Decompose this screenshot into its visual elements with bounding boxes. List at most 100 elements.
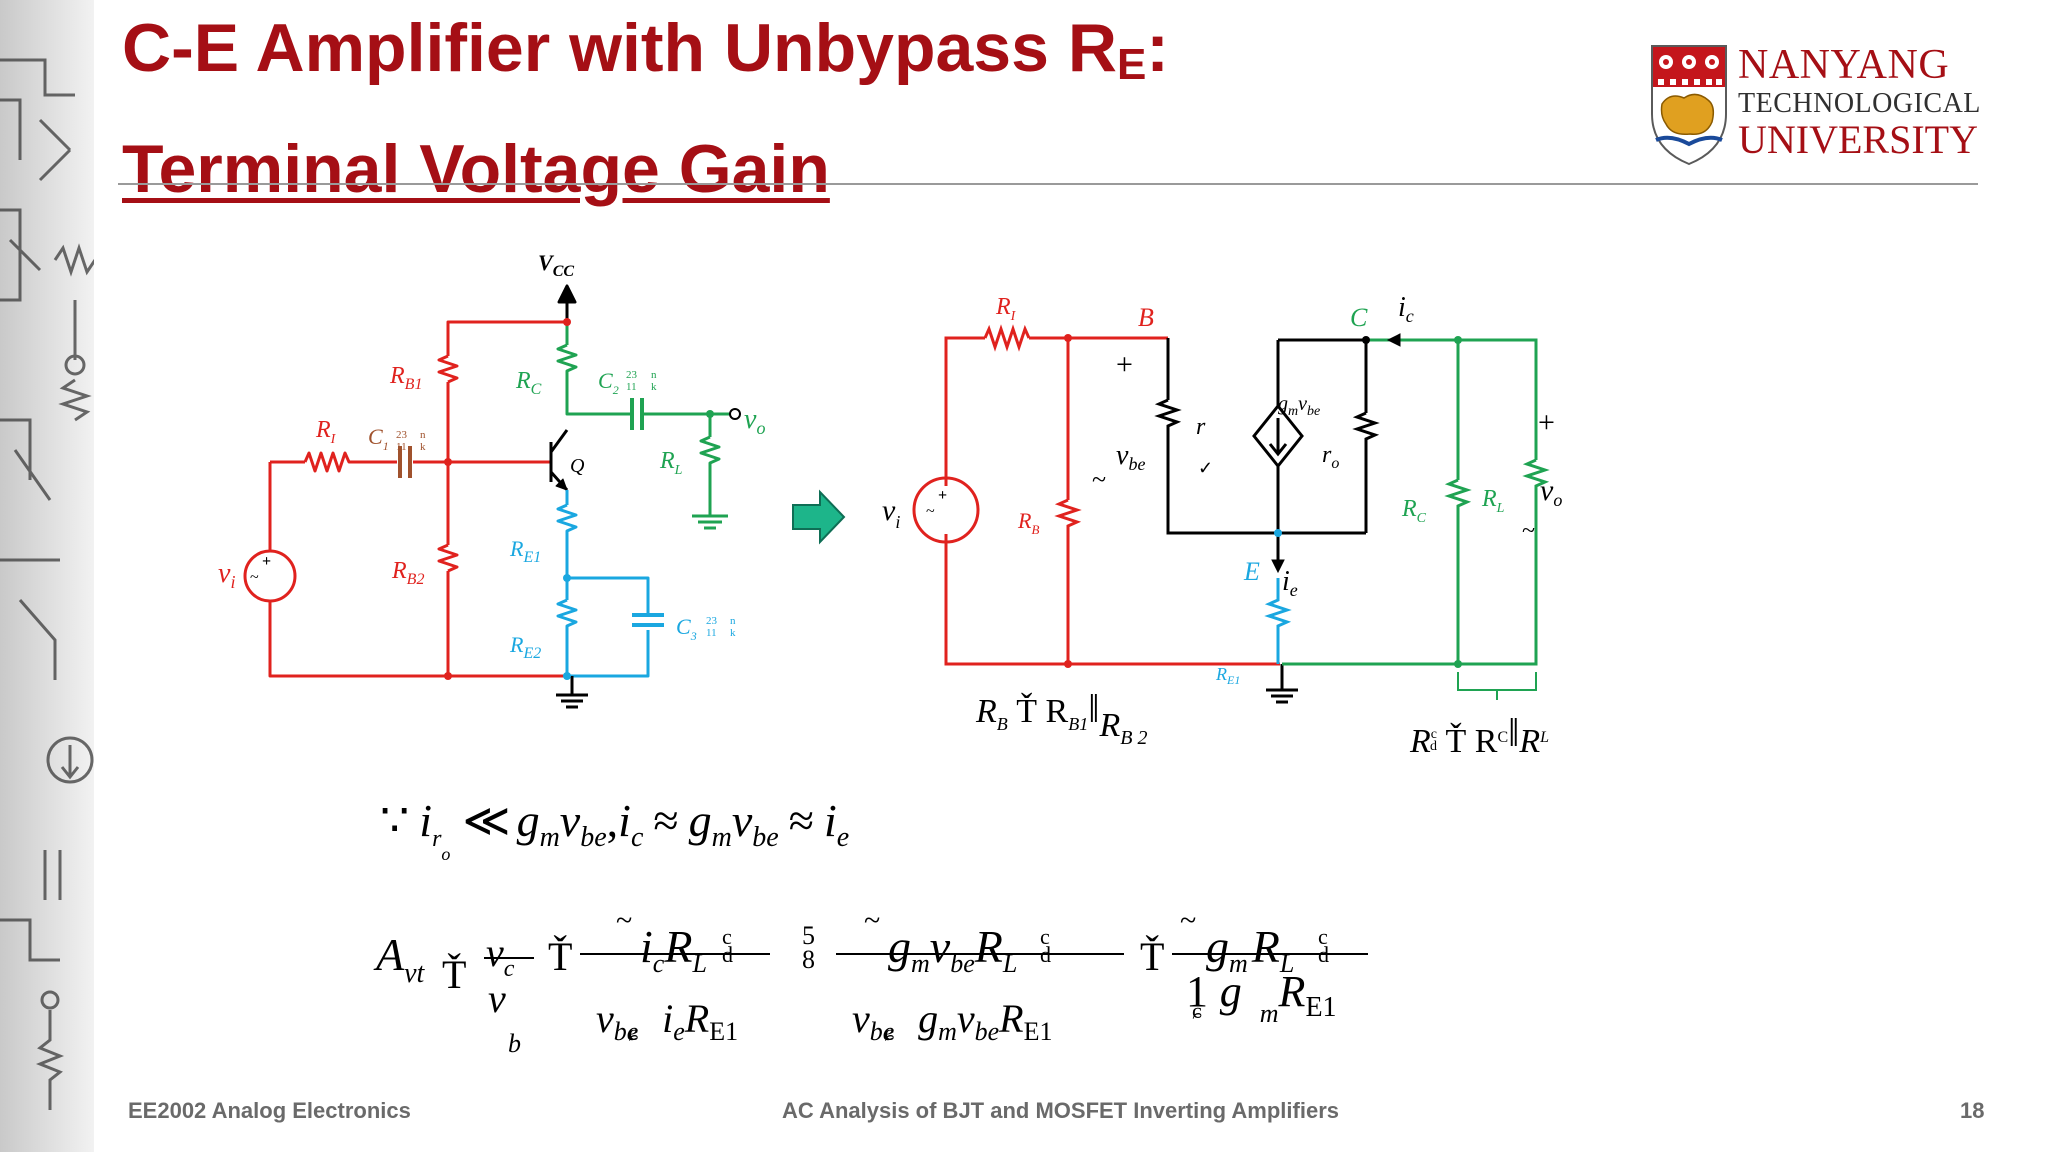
- svg-text:b: b: [508, 1029, 521, 1058]
- title-line-2: Terminal Voltage Gain: [122, 131, 830, 207]
- ground-right: [1266, 688, 1298, 704]
- svg-text:ro: ro: [1322, 442, 1339, 472]
- transistor-q: [549, 429, 569, 491]
- svg-text:11: 11: [626, 381, 637, 393]
- svg-text:RI: RI: [315, 417, 337, 447]
- svg-text:k: k: [651, 381, 657, 393]
- svg-text:RC: RC: [1401, 496, 1427, 526]
- resistor-ro: [1352, 411, 1380, 445]
- svg-text:n: n: [730, 615, 736, 627]
- svg-text:~: ~: [926, 503, 935, 520]
- resistor-rl-right: [1522, 458, 1550, 494]
- page-number: 18: [1960, 1098, 1985, 1123]
- ntu-crest-logo: [1651, 45, 1727, 166]
- resistor-rb2: [437, 543, 459, 573]
- svg-text:ic: ic: [1398, 292, 1414, 326]
- svg-text:n: n: [651, 369, 657, 381]
- svg-text:5: 5: [802, 921, 815, 950]
- svg-text:VCC: VCC: [538, 250, 574, 280]
- svg-text:k: k: [420, 441, 426, 453]
- svg-text:RL: RL: [659, 448, 683, 478]
- svg-text:~: ~: [250, 569, 259, 586]
- right-circuit-labels: RI B C ic + r ✓ vbe ~ gmvbe ro + vo ~ RC…: [882, 292, 1562, 760]
- svg-text:+: +: [1116, 348, 1133, 381]
- svg-text:11: 11: [706, 627, 717, 639]
- small-signal-equivalent-circuit: [912, 324, 1550, 704]
- svg-text:RC: RC: [515, 368, 542, 398]
- svg-text:C3: C3: [676, 614, 697, 643]
- resistor-re1: [556, 503, 578, 535]
- svg-text:r: r: [1196, 414, 1206, 440]
- red-wires: [268, 320, 572, 678]
- equation-condition: ∵iro≪gmvbe,ic≈gmvbe≈ie: [380, 795, 849, 864]
- svg-text:c: c: [722, 924, 732, 949]
- ic-arrow: [1386, 333, 1401, 347]
- resistor-ri: [303, 451, 353, 473]
- svg-text:RE1: RE1: [509, 536, 541, 566]
- source-vi-left: [243, 549, 297, 603]
- capacitor-c3: [632, 613, 664, 627]
- svg-text:RB2: RB2: [391, 558, 424, 588]
- original-amplifier-circuit: [243, 284, 741, 709]
- blue-wires: [556, 490, 650, 678]
- svg-text:vbe: vbe: [1116, 440, 1145, 474]
- svg-text:vo: vo: [1540, 474, 1562, 510]
- ground-rl: [692, 514, 728, 530]
- svg-text:v: v: [488, 976, 506, 1021]
- slide-title: C-E Amplifier with Unbypass RE: Terminal…: [122, 0, 1169, 221]
- svg-text:Q: Q: [570, 455, 585, 477]
- svg-text:RL: RL: [1481, 486, 1505, 516]
- resistor-rc-right: [1444, 478, 1472, 514]
- svg-text:n: n: [420, 429, 426, 441]
- junction-dots-right: [1064, 334, 1462, 668]
- ground-main: [556, 693, 588, 709]
- svg-text:gmvbe: gmvbe: [1278, 393, 1320, 419]
- resistor-rb1: [437, 354, 459, 384]
- ie-arrow: [1271, 559, 1285, 574]
- svg-text:8: 8: [802, 945, 815, 974]
- svg-text:C2: C2: [598, 368, 619, 397]
- svg-text:B: B: [1138, 303, 1154, 332]
- svg-text:RB: RB: [1017, 508, 1039, 537]
- svg-text:vc: vc: [486, 930, 515, 982]
- svg-text:c: c: [1040, 924, 1050, 949]
- svg-text:+: +: [1538, 406, 1555, 439]
- junction-dots-left: [444, 318, 571, 680]
- svg-text:~: ~: [1180, 904, 1196, 937]
- svg-text:C1: C1: [368, 424, 389, 453]
- svg-text:23: 23: [706, 615, 718, 627]
- vcc-arrow: [557, 284, 577, 304]
- rb-equivalent-formula: RB Ť RB1‖RB 2: [975, 686, 1147, 749]
- svg-text:Ť: Ť: [442, 952, 466, 997]
- svg-text:∵iro≪gmvbe,ic≈gmvbe≈ie: ∵iro≪gmvbe,ic≈gmvbe≈ie: [380, 795, 849, 864]
- svg-text:RE2: RE2: [509, 632, 541, 662]
- resistor-re2: [556, 598, 578, 630]
- svg-text:11: 11: [396, 441, 407, 453]
- svg-text:RB1: RB1: [389, 363, 422, 393]
- capacitor-c1: [398, 446, 412, 478]
- university-name: NANYANG TECHNOLOGICAL UNIVERSITY: [1738, 42, 1981, 162]
- svg-text:c: c: [1318, 924, 1328, 949]
- svg-text:Ť: Ť: [548, 934, 572, 979]
- footer-topic: AC Analysis of BJT and MOSFET Inverting …: [782, 1098, 1340, 1123]
- svg-text:vi: vi: [218, 558, 235, 592]
- source-vi-right: [912, 476, 980, 544]
- svg-text:~: ~: [1522, 518, 1535, 544]
- svg-text:E: E: [1243, 557, 1260, 586]
- resistor-rl: [699, 435, 721, 467]
- svg-text:gmRL: gmRL: [1206, 921, 1294, 978]
- transform-arrow: [792, 489, 846, 545]
- footer-course: EE2002 Analog Electronics: [128, 1098, 411, 1123]
- svg-text:Avt: Avt: [373, 929, 426, 989]
- svg-text:C: C: [1350, 303, 1368, 332]
- resistor-rb-right: [1054, 498, 1082, 534]
- svg-text:ie: ie: [1282, 566, 1298, 600]
- svg-text:Ť: Ť: [1140, 934, 1164, 979]
- resistor-rc: [556, 343, 578, 375]
- svg-text:k: k: [730, 627, 736, 639]
- svg-text:✓: ✓: [1198, 458, 1213, 478]
